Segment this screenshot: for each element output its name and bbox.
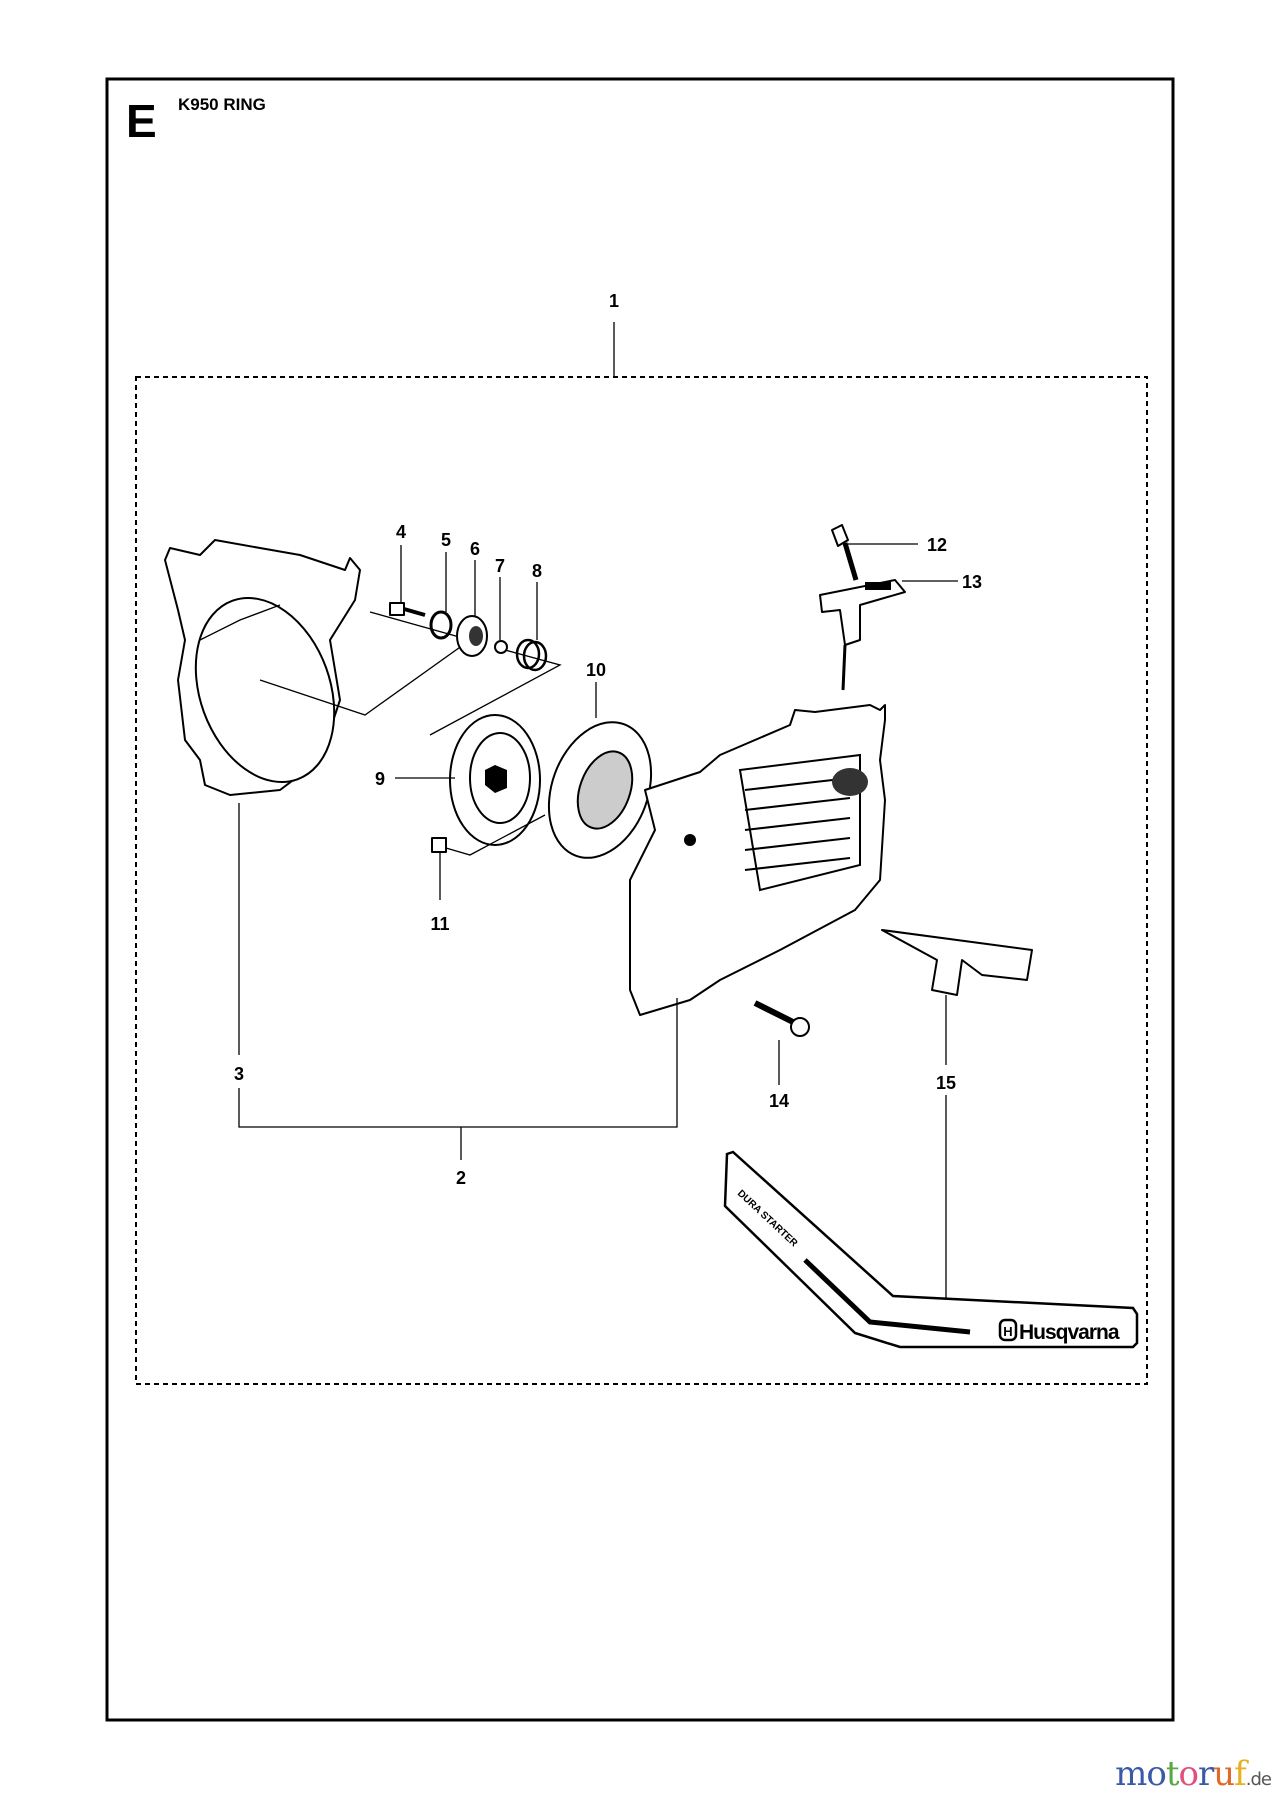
callout-13: 13 <box>962 572 982 592</box>
spring-part-8 <box>515 582 548 672</box>
callout-4: 4 <box>396 522 406 542</box>
page-title: K950 RING <box>178 95 266 114</box>
bolt-part-14 <box>753 1000 810 1085</box>
screw-part-4 <box>389 545 426 617</box>
callout-3: 3 <box>234 1064 244 1084</box>
dura-starter-decal: DURA STARTER H Husqvarna <box>723 1150 1139 1349</box>
callout-8: 8 <box>532 561 542 581</box>
svg-text:H: H <box>1003 1324 1012 1339</box>
watermark-letter: r <box>1198 1754 1214 1794</box>
spring-cassette-part-10 <box>547 682 653 859</box>
screw-part-11 <box>431 814 546 900</box>
page-frame <box>105 77 1175 1722</box>
callout-12: 12 <box>927 535 947 555</box>
decal-part-small <box>881 929 1033 1065</box>
callout-5: 5 <box>441 530 451 550</box>
bracket-2-3 <box>238 803 678 1128</box>
callout-9: 9 <box>375 769 385 789</box>
callout-7: 7 <box>495 556 505 576</box>
watermark-letter: o <box>1146 1754 1167 1794</box>
watermark-letter: t <box>1165 1754 1180 1794</box>
callout-2: 2 <box>456 1168 466 1188</box>
kit-boundary <box>135 376 1148 1385</box>
watermark-letter: o <box>1178 1754 1200 1794</box>
watermark-letter: u <box>1213 1754 1235 1794</box>
watermark-letter: m <box>1115 1754 1147 1794</box>
leader-4-8-group <box>259 611 472 716</box>
callout-11: 11 <box>430 914 449 934</box>
rope-pin-part-12 <box>831 524 918 581</box>
starter-cover-part <box>629 704 886 1016</box>
decal-brand-text: Husqvarna <box>1019 1321 1120 1344</box>
callout-1: 1 <box>609 291 619 311</box>
callout-14: 14 <box>769 1091 789 1111</box>
o-ring-part-5 <box>429 552 453 640</box>
callout-6: 6 <box>470 539 480 559</box>
section-letter: E <box>126 95 157 147</box>
pulley-part-6 <box>456 560 488 657</box>
starter-pulley-part-9 <box>395 714 541 846</box>
handle-part-13 <box>819 579 958 691</box>
husqvarna-logo-icon: H <box>998 1318 1018 1342</box>
motoruf-watermark: motoruf.de <box>1115 1754 1272 1794</box>
watermark-suffix: .de <box>1245 1769 1272 1790</box>
callout-15: 15 <box>936 1073 956 1093</box>
fan-housing-part <box>164 539 361 796</box>
callout-10: 10 <box>586 660 606 680</box>
washer-part-7 <box>494 577 508 654</box>
watermark-letter: f <box>1234 1754 1247 1794</box>
